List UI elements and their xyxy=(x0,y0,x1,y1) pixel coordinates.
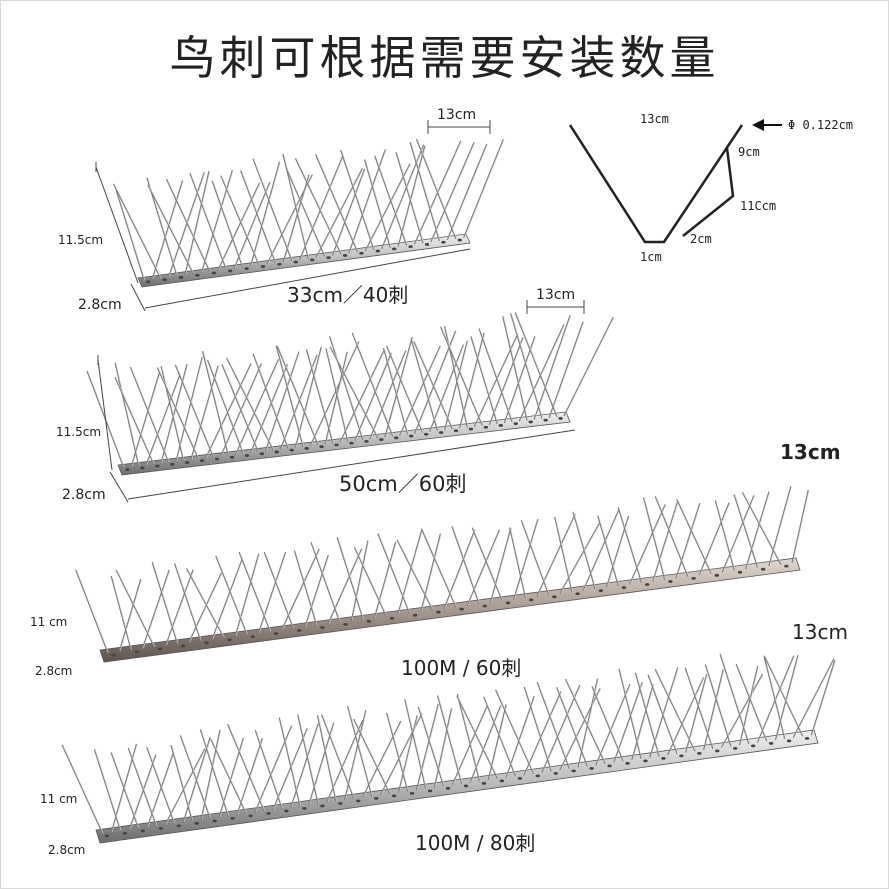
diagram-side-b-label: 11Ccm xyxy=(740,199,777,213)
product-2-width-label: 2.8cm xyxy=(62,487,106,503)
product-3-height-label: 11 cm xyxy=(30,615,68,629)
product-3-length-label: 100M / 60刺 xyxy=(401,656,522,680)
product-2-length-label: 50cm／60刺 xyxy=(339,472,467,496)
product-4-width-label: 2.8cm xyxy=(48,843,86,857)
product-1-width-label: 2.8cm xyxy=(78,297,122,313)
product-1-spacing-label: 13cm xyxy=(437,107,477,123)
product-2-height-label: 11.5cm xyxy=(56,425,102,439)
page-title: 鸟刺可根据需要安装数量 xyxy=(169,31,720,85)
diagram-top-width-label: 13cm xyxy=(640,112,669,126)
product-4-length-label: 100M / 80刺 xyxy=(415,831,536,855)
product-3-width-label: 2.8cm xyxy=(35,664,73,678)
product-1-length-label: 33cm／40刺 xyxy=(287,283,409,307)
diagram-bottom-label: 1cm xyxy=(640,250,662,264)
spike-strip-33cm xyxy=(113,139,505,288)
diagram-side-c-label: 2cm xyxy=(690,232,712,246)
arrow-icon xyxy=(752,119,782,131)
spike-shape-diagram xyxy=(568,124,744,244)
product-4-spacing-label: 13cm xyxy=(792,620,848,644)
dimension-lines-1 xyxy=(95,120,491,312)
product-3-spacing-label: 13cm xyxy=(780,440,841,464)
spike-strip-50cm xyxy=(86,312,615,476)
dimension-lines-2 xyxy=(97,300,585,503)
diagram-wire-diameter-label: Φ 0.122cm xyxy=(788,118,854,132)
product-4-height-label: 11 cm xyxy=(40,792,78,806)
product-2-spacing-label: 13cm xyxy=(536,287,576,303)
spike-strip-100m-60 xyxy=(75,486,810,663)
spike-strip-100m-80 xyxy=(61,653,836,844)
product-1-height-label: 11.5cm xyxy=(58,233,104,247)
diagram-side-a-label: 9cm xyxy=(738,145,760,159)
